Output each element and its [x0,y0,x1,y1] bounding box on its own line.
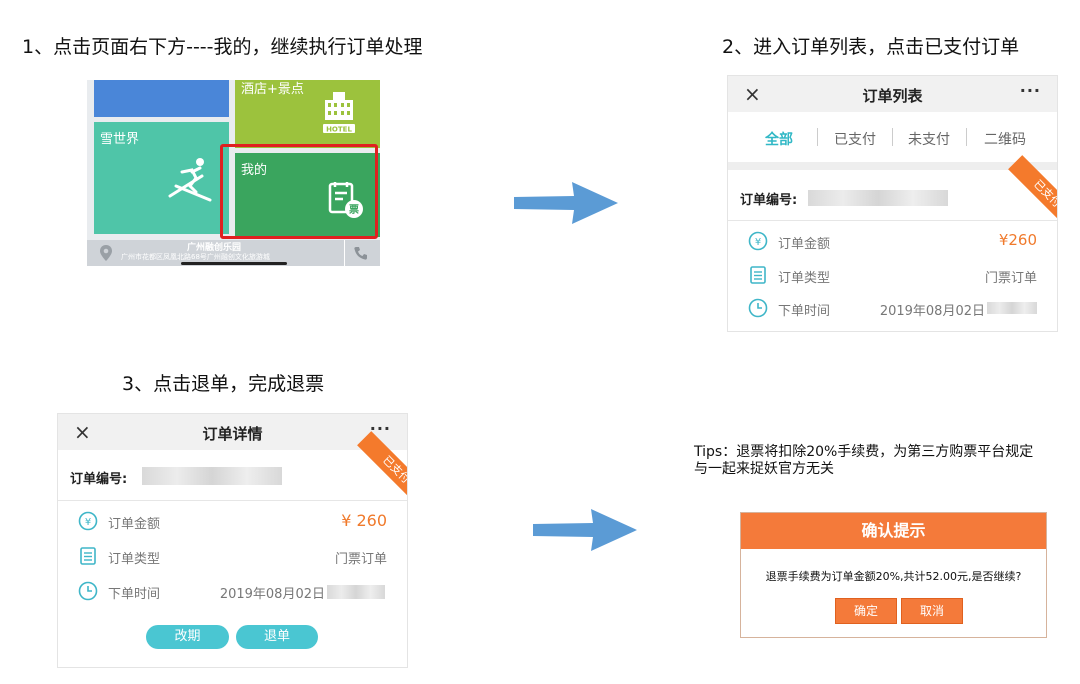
row-type: 订单类型 门票订单 [728,261,1057,293]
ticket-char: 票 [349,204,359,216]
clock-icon [78,581,98,601]
document-icon [750,266,766,284]
detail-time-label: 下单时间 [108,587,161,602]
hotel-badge: HOTEL [326,126,352,134]
detail-time-blur [327,585,385,599]
arrow-right-icon [533,509,637,551]
yuan-icon: ¥ [78,511,98,531]
document-icon [80,547,96,565]
home-indicator [181,262,287,265]
time-value: 2019年08月02日 [879,304,985,319]
order-card[interactable]: 订单编号: 已支付 ¥ 订单金额 ¥260 订单类型 门票订单 下单时间 201… [728,155,1057,331]
close-icon[interactable]: × [74,420,91,444]
phone-icon[interactable] [353,245,369,261]
tile-snow-world-label: 雪世界 [100,132,140,147]
skier-icon [168,158,212,202]
row-amount: ¥ 订单金额 ¥260 [728,227,1057,259]
tile-hotel[interactable]: 酒店+景点 HOTEL [235,80,380,148]
step2-title: 2、进入订单列表，点击已支付订单 [722,36,1020,58]
confirm-button[interactable]: 确定 [835,598,897,624]
order-card-header: 订单编号: 已支付 [728,155,1057,233]
step1-title: 1、点击页面右下方----我的，继续执行订单处理 [22,36,423,58]
amount-label: 订单金额 [778,237,831,252]
detail-order-no-label: 订单编号: [70,472,128,487]
close-icon[interactable]: × [744,82,761,106]
step3-title: 3、点击退单，完成退票 [122,373,325,395]
tab-paid[interactable]: 已支付 [834,132,876,148]
time-label: 下单时间 [778,304,831,319]
change-date-button[interactable]: 改期 [146,625,229,649]
order-detail-screen: × 订单详情 ··· 订单编号: 已支付 ¥ 订单金额 ¥ 260 订单类型 门… [57,413,408,668]
detail-row-type: 订单类型 门票订单 [58,542,407,574]
svg-text:¥: ¥ [755,237,761,248]
type-value: 门票订单 [984,271,1037,286]
tile-blue[interactable] [94,80,229,117]
detail-row-time: 下单时间 2019年08月02日 [58,577,407,609]
order-detail-nav: × 订单详情 ··· [58,414,407,450]
arrow-right-icon [514,182,618,224]
tips-line2: 与一起来捉妖官方无关 [694,461,834,477]
order-list-nav: × 订单列表 ··· [728,76,1057,112]
tab-unpaid[interactable]: 未支付 [908,132,950,148]
detail-header: 订单编号: 已支付 [58,431,407,509]
venue-bar: 广州融创乐园 广州市花都区凤凰北路68号广州融创文化旅游城 [87,240,380,266]
location-pin-icon [100,245,112,261]
order-list-title: 订单列表 [862,87,923,105]
tab-all[interactable]: 全部 [765,132,793,148]
row-time: 下单时间 2019年08月02日 [728,294,1057,326]
dialog-message: 退票手续费为订单金额20%,共计52.00元,是否继续? [765,570,1022,583]
type-label: 订单类型 [778,271,831,286]
detail-row-amount: ¥ 订单金额 ¥ 260 [58,507,407,539]
detail-type-value: 门票订单 [334,552,387,567]
confirm-dialog: 确认提示 退票手续费为订单金额20%,共计52.00元,是否继续? 确定 取消 [740,512,1047,638]
order-ticket-icon: 票 [328,182,363,218]
order-detail-title: 订单详情 [202,425,263,443]
refund-button[interactable]: 退单 [236,625,318,649]
order-list-screen: × 订单列表 ··· 全部 已支付 未支付 二维码 订单编号: 已支付 ¥ 订单… [727,75,1058,332]
cancel-button[interactable]: 取消 [901,598,963,624]
tile-mine[interactable]: 我的 票 [235,153,380,237]
venue-address: 广州市花都区凤凰北路68号广州融创文化旅游城 [121,253,270,261]
hotel-icon: HOTEL [323,92,355,134]
detail-order-no-value [142,467,282,485]
svg-text:¥: ¥ [85,517,91,528]
order-no-label: 订单编号: [740,193,798,208]
highlight-box [220,144,378,239]
refund-tips: Tips：退票将扣除20%手续费，为第三方购票平台规定 与一起来捉妖官方无关 [694,444,1033,478]
detail-amount-value: ¥ 260 [341,511,387,530]
venue-name: 广州融创乐园 [187,243,242,253]
tile-snow-world[interactable]: 雪世界 [94,122,229,234]
yuan-icon: ¥ [748,231,768,251]
tile-hotel-label: 酒店+景点 [241,82,304,97]
dialog-title: 确认提示 [741,513,1046,549]
more-icon[interactable]: ··· [1019,81,1041,100]
time-blur [987,302,1037,314]
tile-mine-label: 我的 [241,163,268,178]
tab-qrcode[interactable]: 二维码 [984,132,1026,148]
clock-icon [748,298,768,318]
amount-value: ¥260 [998,231,1037,249]
detail-time-value: 2019年08月02日 [219,587,325,602]
detail-type-label: 订单类型 [108,552,161,567]
order-no-value [808,190,948,206]
order-tabs: 全部 已支付 未支付 二维码 [728,112,1057,170]
more-icon[interactable]: ··· [369,419,391,438]
home-screen: 酒店+景点 HOTEL 雪世界 我的 [87,80,380,266]
detail-amount-label: 订单金额 [108,517,161,532]
tips-line1: Tips：退票将扣除20%手续费，为第三方购票平台规定 [694,444,1034,460]
